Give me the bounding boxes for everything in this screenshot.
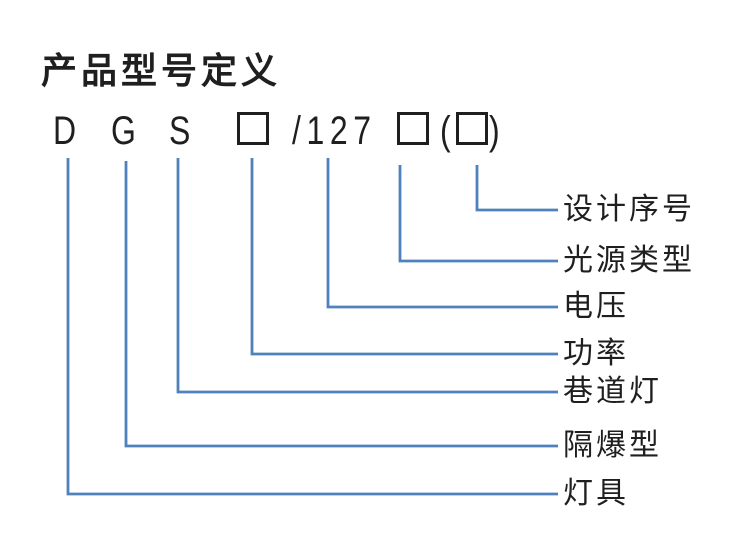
meaning-label: 隔爆型: [563, 429, 662, 462]
connector-line: [66, 158, 558, 496]
meaning-label: 光源类型: [563, 244, 695, 277]
code-char: D: [53, 109, 77, 153]
meaning-label: 功率: [563, 337, 629, 370]
meaning-label: 灯具: [563, 477, 629, 510]
connector-line: [326, 158, 558, 309]
meaning-label: 电压: [563, 290, 629, 323]
code-char: G: [111, 109, 136, 153]
meaning-label: 设计序号: [563, 193, 695, 226]
placeholder-box: [456, 112, 488, 145]
code-char: S: [169, 109, 191, 153]
code-char: (: [440, 109, 451, 153]
connector-line: [250, 158, 558, 356]
connector-line: [176, 158, 558, 394]
meaning-label: 巷道灯: [563, 375, 662, 408]
connector-line: [475, 165, 558, 212]
page-title: 产品型号定义: [41, 51, 282, 91]
code-char: ): [489, 109, 500, 153]
placeholder-box: [397, 112, 429, 145]
connector-line: [398, 165, 558, 263]
code-char: /127: [292, 109, 377, 153]
connector-line: [124, 161, 558, 448]
placeholder-box: [237, 112, 269, 145]
